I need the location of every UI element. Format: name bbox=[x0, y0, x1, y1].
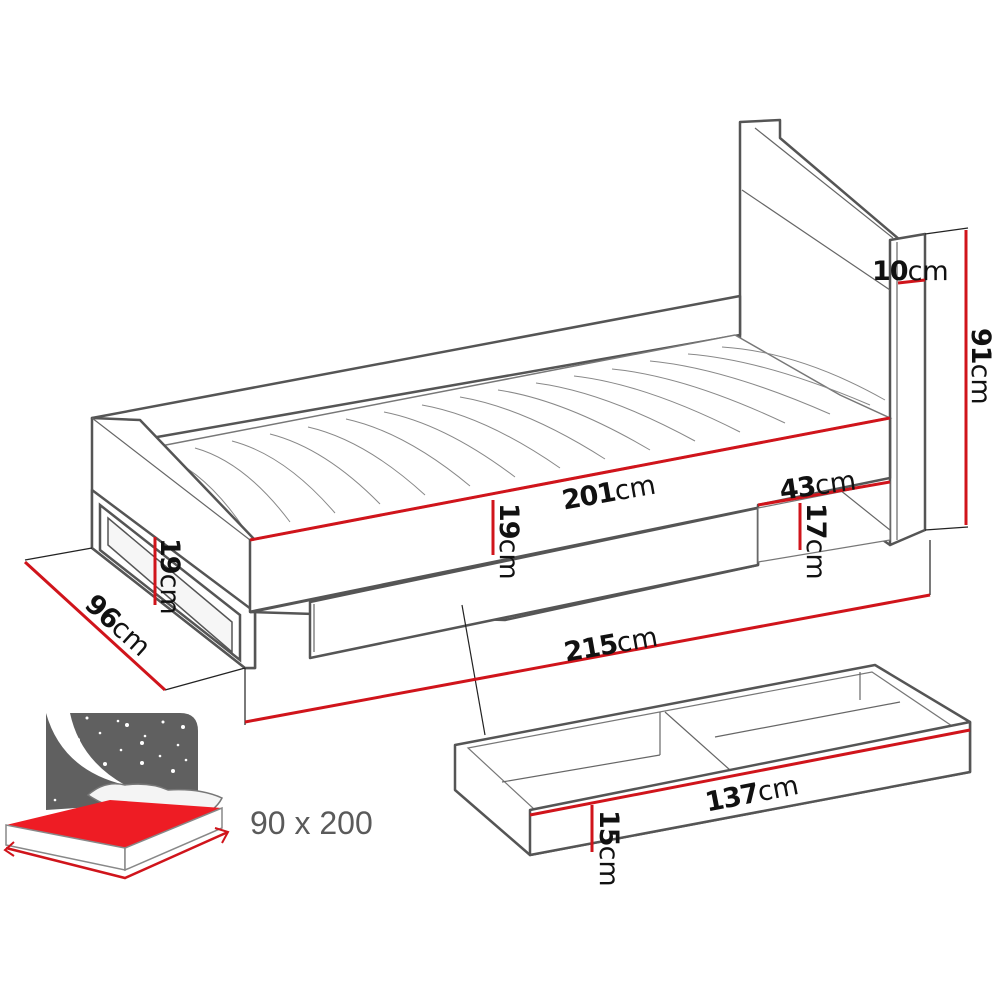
dim-value: 91 bbox=[965, 328, 996, 364]
dim-value: 17 bbox=[800, 503, 831, 539]
drawer bbox=[453, 663, 972, 857]
dim-value: 43 bbox=[777, 471, 818, 507]
dim-unit: cm bbox=[812, 465, 859, 502]
dim-value: 10 bbox=[872, 256, 909, 287]
dim-unit: cm bbox=[965, 363, 996, 405]
dim-label-drawer-height: 15cm bbox=[593, 810, 624, 887]
dim-label-headboard-thickness: 10cm bbox=[872, 258, 949, 285]
dim-label-side-rail-height: 19cm bbox=[493, 503, 524, 580]
dim-unit: cm bbox=[907, 256, 949, 287]
dim-value: 19 bbox=[154, 538, 185, 574]
dim-label-headboard-height: 91cm bbox=[965, 328, 996, 405]
dim-unit: cm bbox=[800, 538, 831, 580]
side-rail bbox=[248, 416, 892, 660]
extension-lines bbox=[24, 227, 969, 736]
dim-value: 15 bbox=[593, 810, 624, 846]
dim-label-gap-height: 17cm bbox=[800, 503, 831, 580]
dim-unit: cm bbox=[593, 845, 624, 887]
dim-value: 19 bbox=[493, 503, 524, 539]
mattress-size-label: 90 x 200 bbox=[250, 805, 373, 841]
dimension-lines bbox=[23, 230, 971, 852]
dim-unit: cm bbox=[154, 573, 185, 615]
dim-label-footboard-height: 19cm bbox=[154, 538, 185, 615]
mattress-size-icon bbox=[3, 713, 230, 880]
dim-unit: cm bbox=[493, 538, 524, 580]
footboard bbox=[90, 416, 257, 670]
